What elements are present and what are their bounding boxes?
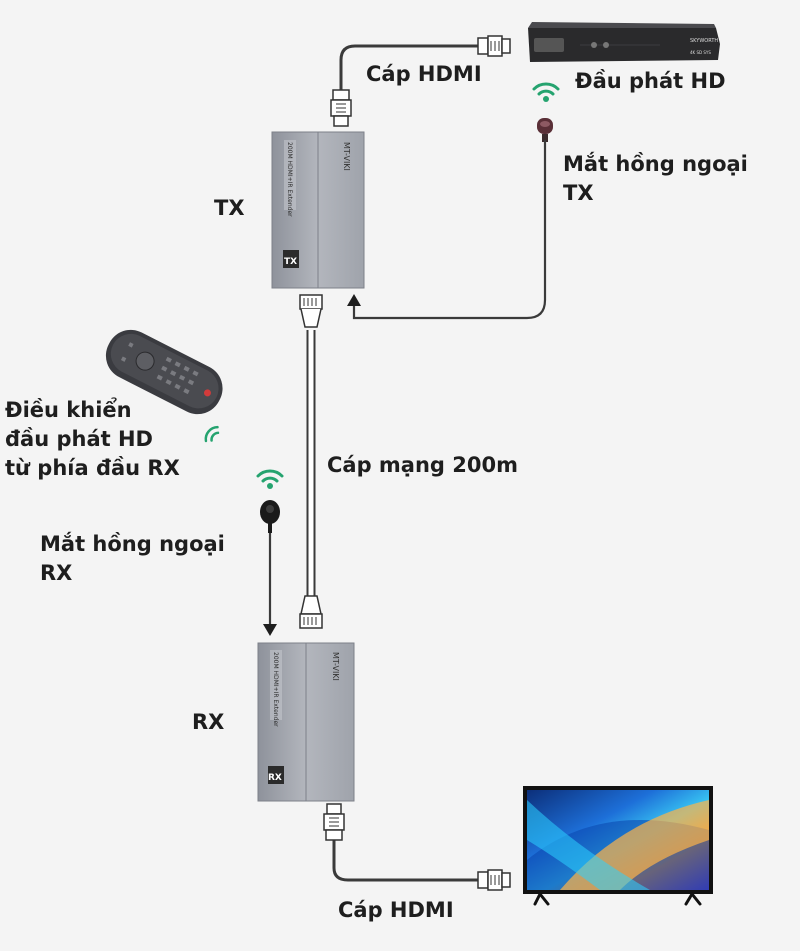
hdmi-cable-top-label: Cáp HDMI (366, 62, 482, 86)
player-brand: SKYWORTH (690, 38, 718, 44)
rx-brand-text: MT-VIKI (331, 652, 340, 681)
network-cable-label: Cáp mạng 200m (327, 453, 518, 477)
ir-tx-arrow-icon (347, 294, 361, 306)
hd-player-device: SKYWORTH 4K SD SYS (528, 22, 720, 62)
tx-label: TX (214, 196, 245, 220)
player-model: 4K SD SYS (690, 50, 711, 55)
hdmi-cable-top (339, 44, 478, 95)
ir-rx-arrow-icon (263, 624, 277, 636)
remote-control-icon (105, 329, 223, 415)
ir-eye-tx-icon (537, 118, 553, 142)
remote-label: Điều khiển đầu phát HD từ phía đầu RX (5, 398, 180, 480)
ir-tx-label: Mắt hồng ngoại TX (563, 152, 748, 205)
rj45-connector-rx (299, 595, 323, 629)
tx-badge-text: TX (284, 257, 297, 267)
television-device (523, 786, 713, 906)
tx-brand-text: MT-VIKI (342, 142, 351, 171)
wifi-icon (532, 82, 560, 102)
hdmi-connector-tx (330, 89, 352, 127)
hdmi-cable-bottom (332, 840, 478, 882)
ir-eye-rx-icon (260, 500, 280, 533)
remote-signal-icon (204, 425, 220, 443)
ir-tx-cable (352, 140, 547, 320)
hdmi-connector-tv (477, 869, 511, 891)
rj45-connector-tx (299, 294, 323, 328)
rx-model-text: 200M HDMI+IR Extender (272, 652, 279, 727)
rx-extender-device: 200M HDMI+IR Extender MT-VIKI RX (257, 642, 355, 802)
tx-extender-device: 200M HDMI+IR Extender MT-VIKI TX (271, 131, 365, 289)
hdmi-cable-bottom-label: Cáp HDMI (338, 898, 454, 922)
tx-model-text: 200M HDMI+IR Extender (286, 142, 293, 217)
rx-label: RX (192, 710, 225, 734)
ir-rx-label: Mắt hồng ngoại RX (40, 532, 225, 585)
hdmi-connector-player (477, 35, 511, 57)
hdmi-connector-rx (323, 803, 345, 841)
hd-player-label: Đầu phát HD (575, 69, 726, 93)
rx-badge-text: RX (268, 773, 282, 783)
wifi-icon (256, 469, 284, 489)
